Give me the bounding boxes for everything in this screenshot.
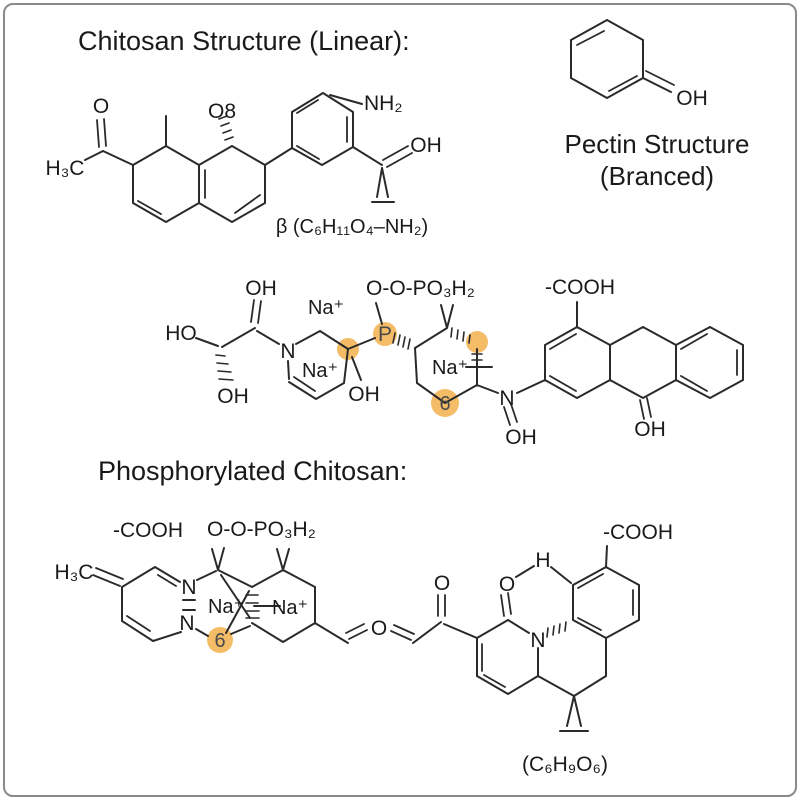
ring-n3-label: N [530, 629, 545, 652]
bond-lines [84, 92, 395, 223]
bond-lines [570, 19, 672, 99]
chitosan-linear-title: Chitosan Structure (Linear): [78, 26, 410, 56]
position-6-label: 6 [439, 393, 450, 415]
amide-n-label: N [499, 387, 514, 410]
chitosan-linear-structure: O H₃C O8 NH₂ OH β (C₆H₁₁O₄–NH₂) [46, 92, 442, 238]
cooh-label: -COOH [545, 276, 615, 299]
double-bond-lines [92, 567, 634, 688]
pectin-structure: OH [570, 19, 708, 110]
double-bond-lines [96, 99, 413, 215]
sodium-ion-label-1: Na⁺ [208, 596, 244, 618]
h-bond-h-label: H [535, 549, 550, 572]
phosphorus-atom-label: P [378, 323, 392, 346]
pectin-title-line1: Pectin Structure [565, 129, 750, 159]
phosphorylated-chitosan-structure: -COOH O-O-PO₃H₂ H₃C N N Na⁺ Na⁺ 6 O O O … [55, 518, 673, 776]
phosphate-group-label: O-O-PO₃H₂ [207, 518, 316, 541]
ho-label: HO [165, 322, 197, 345]
n-oh-label: OH [505, 426, 537, 449]
bond-lines [121, 545, 640, 732]
methyl-h3c-label: H₃C [46, 157, 85, 180]
glycol-oh-label: OH [217, 385, 249, 408]
double-bond-lines [250, 299, 738, 426]
methyl-h3c-label: H₃C [55, 561, 94, 584]
phosphorylated-chitosan-title: Phosphorylated Chitosan: [98, 456, 407, 486]
cooh-right-label: -COOH [603, 521, 673, 544]
sodium-ion-label-2: Na⁺ [302, 360, 338, 382]
cooh-label: -COOH [113, 519, 183, 542]
carbonyl-o-label: O [93, 95, 109, 118]
hashed-wedge-bonds [215, 327, 483, 381]
phosphate-group-label: O-O-PO₃H₂ [366, 277, 475, 300]
hashed-wedge-bonds [245, 594, 567, 638]
ring-oh-label: OH [348, 383, 380, 406]
top-oh-label: OH [245, 277, 277, 300]
carboxyl-oh-label: OH [410, 134, 442, 157]
figure-border [3, 3, 797, 797]
pectin-title-line2: (Branced) [600, 161, 714, 191]
pyridinone-o-label: O [499, 573, 515, 596]
c6h9o6-formula-label: (C₆H₉O₆) [522, 753, 608, 776]
ester-o-label: O [371, 617, 387, 640]
enol-oh-label: OH [676, 87, 708, 110]
highlight-circle-ring-carbon [466, 331, 488, 353]
hashed-wedge-bond [218, 115, 234, 141]
sodium-ion-label-2: Na⁺ [272, 597, 308, 619]
o8-label: O8 [208, 100, 236, 123]
beta-formula-label: β (C₆H₁₁O₄–NH₂) [276, 216, 428, 238]
position-6-label: 6 [214, 630, 225, 652]
sodium-ion-label-3: Na⁺ [432, 357, 468, 379]
double-bond-lines [576, 30, 675, 92]
middle-polymer-structure: OH HO OH Na⁺ N Na⁺ OH O-O-PO₃H₂ P Na⁺ 6 … [165, 276, 744, 449]
bond-lines [195, 301, 744, 404]
ring-n-label: N [280, 340, 295, 363]
amine-nh2-label: NH₂ [364, 92, 402, 115]
sodium-ion-label-1: Na⁺ [308, 297, 344, 319]
ring-n2-label: N [179, 612, 194, 635]
highlight-circle-phosphorus [373, 322, 397, 346]
ketone-o-label: O [434, 572, 450, 595]
ring-n1-label: N [181, 576, 196, 599]
anthracenone-oh-label: OH [634, 418, 666, 441]
